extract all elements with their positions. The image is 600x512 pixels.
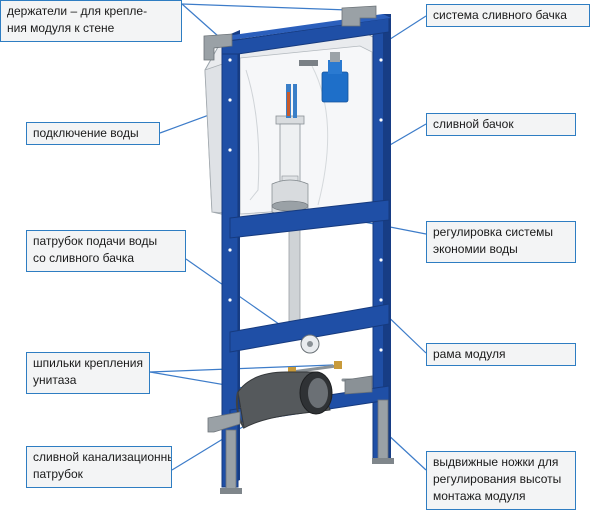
- label-toilet-studs: шпильки крепления унитаза: [26, 352, 150, 394]
- label-water-economy-line1: регулировка системы: [433, 225, 554, 239]
- label-supply-pipe: патрубок подачи воды со сливного бачка: [26, 230, 186, 272]
- label-module-frame-text: рама модуля: [433, 347, 506, 361]
- label-water-connection: подключение воды: [26, 122, 160, 145]
- leader-legs: [384, 431, 427, 471]
- flush-mechanism: [271, 52, 349, 217]
- label-wall-holders: держатели – для крепле- ния модуля к сте…: [0, 0, 182, 42]
- wall-holders: [203, 5, 377, 61]
- label-wall-holders-line1: держатели – для крепле-: [7, 4, 148, 18]
- label-cistern: сливной бачок: [426, 113, 576, 136]
- label-module-frame: рама модуля: [426, 343, 576, 366]
- drain-pipe: [235, 371, 333, 429]
- supply-outlet: [300, 334, 320, 354]
- label-water-connection-text: подключение воды: [33, 126, 139, 140]
- label-flush-system: система сливного бачка: [426, 4, 590, 27]
- label-adjustable-legs-line3: монтажа модуля: [433, 489, 526, 503]
- label-wall-holders-line2: ния модуля к стене: [7, 21, 115, 35]
- label-supply-pipe-line1: патрубок подачи воды: [33, 234, 158, 248]
- label-adjustable-legs-line1: выдвижные ножки для: [433, 455, 559, 469]
- leader-holders-right: [181, 3, 349, 11]
- stud-nuts: [288, 361, 342, 375]
- label-supply-pipe-line2: со сливного бачка: [33, 251, 135, 265]
- label-toilet-studs-line2: унитаза: [33, 373, 77, 387]
- vertical-pipe: [288, 224, 301, 326]
- leader-drain-pipe: [171, 419, 255, 471]
- label-cistern-text: сливной бачок: [433, 117, 514, 131]
- label-adjustable-legs: выдвижные ножки для регулирования высоты…: [426, 451, 576, 510]
- label-drain-pipe: сливной канализационный патрубок: [26, 446, 172, 488]
- label-drain-pipe-line1: сливной канализационный: [33, 450, 172, 464]
- label-water-economy-line2: экономии воды: [433, 242, 518, 256]
- label-adjustable-legs-line2: регулирования высоты: [433, 472, 562, 486]
- adjustable-legs: [207, 375, 394, 494]
- label-toilet-studs-line1: шпильки крепления: [33, 356, 143, 370]
- label-flush-system-text: система сливного бачка: [433, 8, 567, 22]
- leader-holders-left: [181, 3, 219, 37]
- label-water-economy: регулировка системы экономии воды: [426, 221, 576, 263]
- fill-valve: [321, 71, 349, 103]
- leader-studs-upper: [149, 364, 334, 373]
- label-drain-pipe-line2: патрубок: [33, 467, 83, 481]
